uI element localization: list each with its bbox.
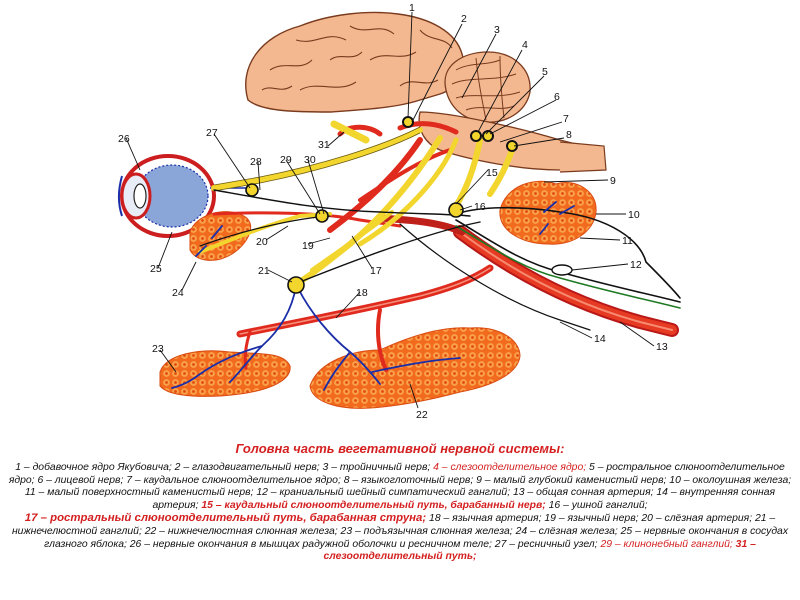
legend-segment: 17 – ростральный слюноотделительный путь… [24, 512, 427, 525]
label-14: 14 [594, 333, 606, 345]
label-16: 16 [474, 201, 486, 213]
label-29: 29 [280, 154, 292, 166]
label-5: 5 [542, 66, 548, 78]
label-17: 17 [370, 265, 382, 277]
eyeball [118, 154, 250, 238]
arteries [212, 137, 679, 372]
caption-title: Головна часть вегетативной нервной систе… [235, 441, 565, 456]
leader-lines [125, 11, 655, 409]
nerve-outlines [213, 126, 421, 192]
label-26: 26 [118, 133, 130, 145]
label-1: 1 [409, 2, 415, 14]
label-11: 11 [622, 235, 633, 247]
figure-caption: Головна часть вегетативной нервной систе… [0, 441, 800, 564]
legend-segment: 5 – ростральное слюноотделительное ядро;… [8, 462, 792, 511]
label-19: 19 [302, 240, 314, 252]
label-2: 2 [461, 13, 467, 25]
label-18: 18 [356, 287, 368, 299]
legend-text: 1 – добавочное ядро Якубовича; 2 – глазо… [7, 462, 793, 564]
label-10: 10 [628, 209, 640, 221]
mandibular-gland [309, 327, 521, 409]
gland-nerve-endings [171, 201, 575, 391]
label-28: 28 [250, 156, 262, 168]
legend-segment: 15 – каудальный слюноотделительный путь,… [201, 499, 546, 511]
label-6: 6 [554, 91, 560, 103]
label-3: 3 [494, 24, 500, 36]
legend-segment: 31 – слезоотделительный путь; [323, 538, 756, 563]
legend-segment: 29 – клинонебный ганглий; [600, 538, 733, 550]
anatomy-illustration: 1 2 3 4 5 6 7 8 9 10 11 12 13 14 15 16 1… [118, 2, 681, 421]
brain [245, 11, 607, 173]
label-9: 9 [610, 175, 616, 187]
number-labels: 1 2 3 4 5 6 7 8 9 10 11 12 13 14 15 16 1… [118, 2, 668, 421]
sublingual-gland [159, 350, 291, 397]
label-15: 15 [486, 167, 498, 179]
label-7: 7 [563, 113, 569, 125]
legend-segment: 4 – слезоотделительное ядро; [433, 462, 587, 473]
label-20: 20 [256, 236, 268, 248]
label-31: 31 [318, 139, 330, 151]
label-24: 24 [172, 287, 184, 299]
label-30: 30 [304, 154, 316, 166]
label-12: 12 [630, 259, 642, 271]
label-27: 27 [206, 127, 218, 139]
label-22: 22 [416, 409, 428, 421]
legend-segment: 16 – ушной ганглий; [545, 499, 648, 511]
legend-segment: 1 – добавочное ядро Якубовича; 2 – глазо… [15, 462, 434, 473]
label-25: 25 [150, 263, 162, 275]
legend-segment: 18 – язычная артерия; 19 – язычный нерв;… [11, 513, 789, 550]
parotid-gland [499, 180, 597, 245]
label-8: 8 [566, 129, 572, 141]
ganglia [245, 116, 573, 294]
label-21: 21 [258, 265, 270, 277]
label-13: 13 [656, 341, 668, 353]
label-4: 4 [522, 39, 528, 51]
label-23: 23 [152, 343, 164, 355]
